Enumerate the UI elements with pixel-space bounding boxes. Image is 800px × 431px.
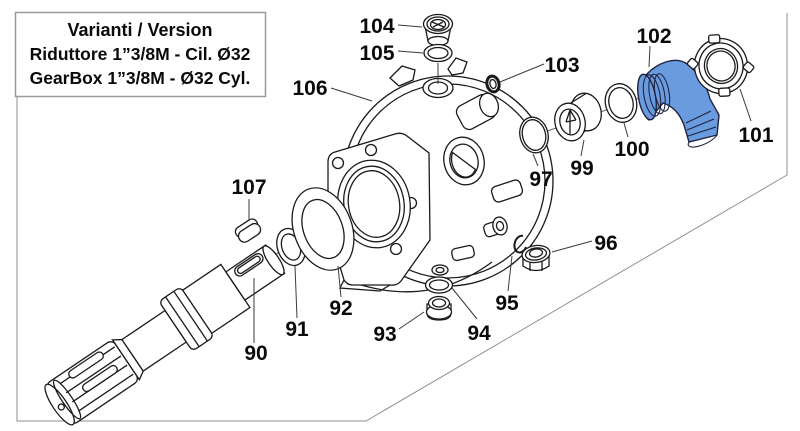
o-ring-94 [424, 276, 454, 294]
leader-lines [248, 24, 752, 343]
clamp-flange-101 [686, 34, 755, 97]
label-91: 91 [285, 318, 309, 341]
seal-ring-92 [291, 187, 355, 271]
label-92: 92 [329, 297, 352, 320]
o-ring-97 [519, 116, 549, 154]
variant-box-line2: GearBox 1”3/8M - Ø32 Cyl. [30, 68, 251, 88]
label-95: 95 [495, 292, 519, 315]
top-right-lug [447, 57, 468, 76]
drain-plug-93 [425, 295, 453, 321]
label-103: 103 [544, 54, 579, 77]
label-105: 105 [359, 42, 394, 65]
label-94: 94 [467, 322, 491, 345]
label-101: 101 [738, 124, 773, 147]
label-102: 102 [636, 25, 671, 48]
variant-box-line1: Riduttore 1”3/8M - Cil. Ø32 [30, 44, 251, 64]
hex-plug-96 [521, 244, 551, 272]
label-99: 99 [570, 157, 593, 180]
label-90: 90 [244, 342, 267, 365]
o-ring-100 [604, 83, 638, 123]
bushing-99 [554, 92, 602, 142]
variant-boundary-line [16, 13, 788, 422]
label-93: 93 [373, 323, 396, 346]
label-100: 100 [614, 138, 649, 161]
oil-plug-104 [422, 13, 454, 47]
top-left-lug [389, 65, 416, 87]
label-96: 96 [594, 232, 617, 255]
variant-info-box: Varianti / Version Riduttore 1”3/8M - Ci… [14, 11, 267, 98]
pto-shaft-90 [44, 244, 286, 426]
gearbox-housing-106 [327, 57, 554, 293]
label-104: 104 [359, 15, 394, 38]
part-labels: 90 91 92 93 94 95 96 97 99 100 101 102 1… [231, 15, 773, 365]
label-106: 106 [292, 77, 327, 100]
shaft-key-107 [234, 218, 262, 243]
label-107: 107 [231, 176, 266, 199]
seal-ring-103 [485, 74, 501, 94]
o-ring-105 [423, 43, 453, 63]
label-97: 97 [529, 168, 552, 191]
variant-box-title: Varianti / Version [67, 20, 212, 40]
